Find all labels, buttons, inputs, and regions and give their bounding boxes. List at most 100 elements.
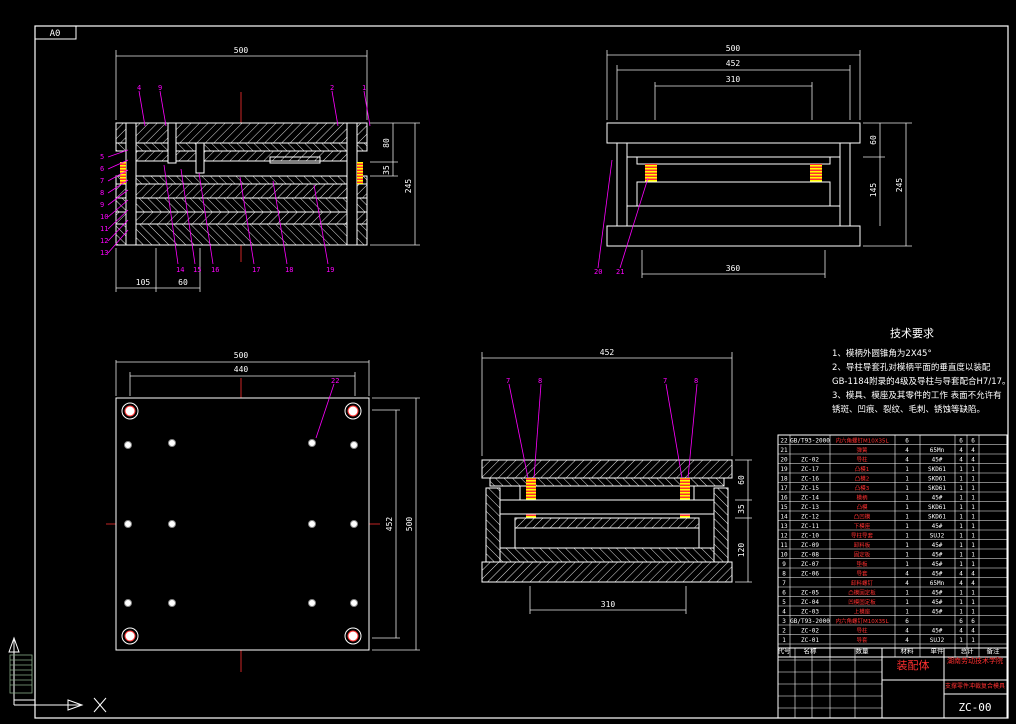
bom-cell: 1	[959, 561, 963, 568]
section-balloon-7b: 7	[663, 377, 667, 385]
bom-cell: 卸料螺钉	[851, 579, 874, 587]
screw-hole-icon	[124, 520, 132, 528]
bom-cell: 4	[971, 571, 975, 578]
drawing-number: ZC-00	[958, 701, 991, 714]
front-balloon-left: 10	[100, 213, 108, 221]
tech-requirements: 技术要求 1、模柄外圆锥角为2X45° 2、导柱导套孔对模柄平面的垂直度以装配 …	[832, 327, 1011, 415]
bom-cell: 卸料板	[854, 541, 871, 549]
bom-cell: 1	[905, 476, 909, 483]
bom-cell: 4	[959, 628, 963, 635]
bom-cell: 65Mn	[930, 580, 945, 587]
side-balloon-20: 20	[594, 268, 602, 276]
bom-cell: 3	[782, 618, 786, 625]
screw-hole-icon	[168, 439, 176, 447]
bom-cell: 导柱	[856, 456, 868, 464]
screw-hole-icon	[308, 599, 316, 607]
bom-cell: 1	[971, 466, 975, 473]
section-dim-bot: 120	[737, 543, 746, 558]
bom-cell: 45#	[932, 523, 943, 530]
sheet-border: A0	[34, 25, 1009, 719]
bom-cell: 1	[959, 542, 963, 549]
bom-cell: 导柱	[856, 627, 868, 635]
bom-cell: ZC-14	[801, 495, 819, 502]
bom-cell: 6	[905, 438, 909, 445]
bom-cell: 1	[971, 637, 975, 644]
bom-cell: 65Mn	[930, 447, 945, 454]
front-balloon-top: 9	[158, 84, 162, 92]
front-balloon-top: 2	[330, 84, 334, 92]
screw-hole-icon	[350, 520, 358, 528]
bom-cell: 10	[780, 552, 788, 559]
bom-cell: 9	[782, 561, 786, 568]
bom-cell: 4	[782, 609, 786, 616]
bom-cell: 1	[971, 504, 975, 511]
ucs-icon	[8, 636, 107, 713]
section-view[interactable]: 452 310 60 35 120 7 8 7 8	[481, 348, 752, 614]
front-dim-top-height: 80	[382, 138, 391, 148]
guide-hole-icon	[347, 630, 359, 642]
bom-cell: 4	[959, 457, 963, 464]
bom-cell: ZC-08	[801, 552, 819, 559]
bom-cell: ZC-17	[801, 466, 819, 473]
bom-cell: 1	[905, 523, 909, 530]
bom-cell: 45#	[932, 590, 943, 597]
tech-req-line: 锈斑、凹痕、裂纹、毛刺、锈蚀等缺陷。	[832, 404, 985, 415]
bom-cell: 模柄	[856, 494, 868, 502]
bom-cell: 内六角螺钉M10X35L	[835, 617, 889, 625]
front-balloon-left: 13	[100, 249, 108, 257]
drawing-subtitle: 支撑零件冲裁复合模具	[945, 682, 1005, 690]
front-balloon-left: 9	[100, 201, 104, 209]
front-dim-pitch: 60	[178, 278, 188, 287]
bom-cell: ZC-02	[801, 628, 819, 635]
bom-cell: 14	[780, 514, 788, 521]
top-view[interactable]: 500 440 500 452 22	[106, 351, 420, 672]
bom-cell: ZC-04	[801, 599, 819, 606]
bom-cell: 固定板	[854, 551, 871, 559]
screw-hole-icon	[308, 439, 316, 447]
bom-cell: 4	[905, 571, 909, 578]
bom-cell: 上模座	[854, 608, 871, 616]
front-dim-width: 500	[234, 46, 249, 55]
guide-hole-icon	[121, 402, 139, 420]
bom-cell: 凸模1	[855, 465, 870, 473]
drawing-title: 装配体	[897, 658, 930, 672]
bom-cell: 1	[971, 599, 975, 606]
bom-cell: 4	[905, 637, 909, 644]
bom-cell: 4	[959, 447, 963, 454]
bom-cell: 1	[959, 552, 963, 559]
front-balloon-top: 1	[362, 84, 366, 92]
side-view[interactable]: 500 452 310 360 245 60 145 20 21	[594, 44, 912, 278]
front-balloon-bottom: 14	[176, 266, 184, 274]
bom-cell: ZC-06	[801, 571, 819, 578]
left-scale-bar	[9, 654, 33, 694]
bom-cell: 5	[782, 599, 786, 606]
front-dim-mid-height: 35	[382, 165, 391, 175]
front-balloon-left: 5	[100, 153, 104, 161]
bom-cell: 1	[959, 514, 963, 521]
